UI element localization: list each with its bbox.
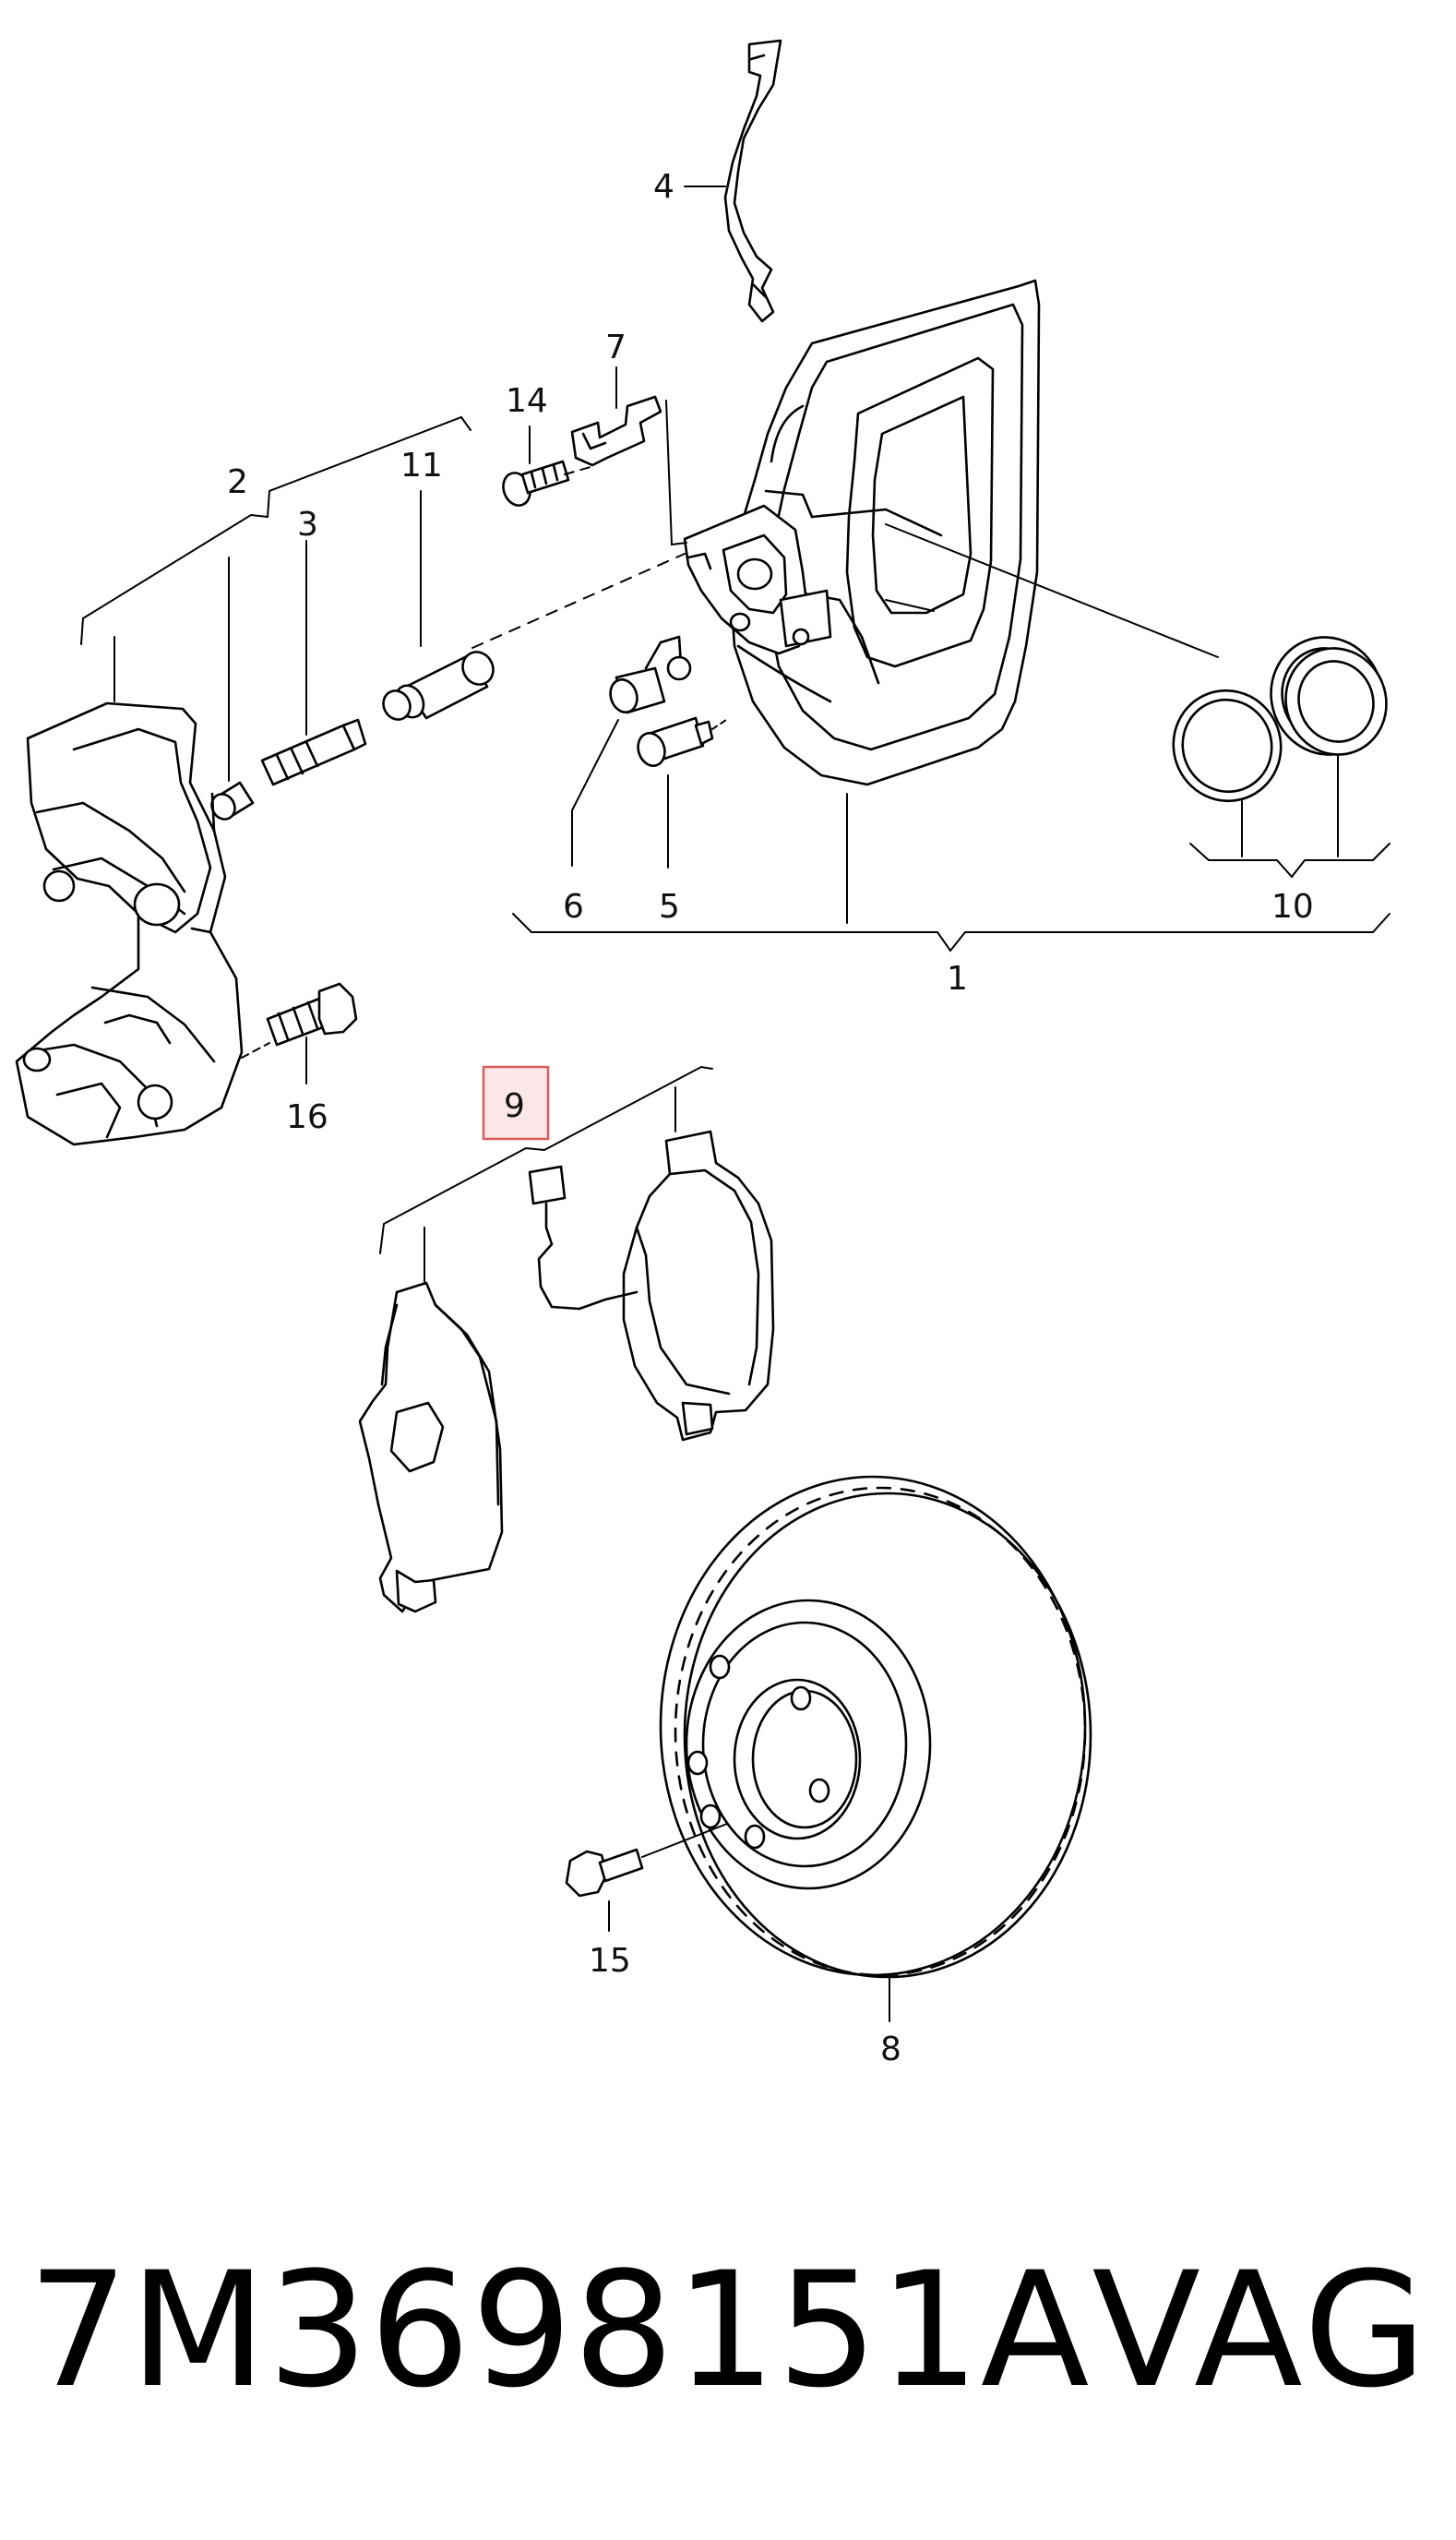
part-9-outer-pad (358, 1281, 504, 1613)
callout-15[interactable]: 15 (589, 1942, 631, 1980)
group-bracket-10 (1189, 843, 1390, 879)
leader-10-line-b (885, 599, 935, 612)
part-3-guide-pin (260, 718, 367, 786)
callout-7[interactable]: 7 (605, 329, 627, 366)
brand-name: VAG (1092, 2237, 1430, 2423)
part-8-brake-disc (659, 1475, 1092, 1979)
part-7-guide-clip (570, 395, 662, 467)
group-bracket-1 (512, 913, 1390, 952)
caliper-housing (15, 701, 244, 1146)
callout-1[interactable]: 1 (947, 960, 968, 998)
callout-16[interactable]: 16 (286, 1098, 328, 1136)
part-number: 7M3698151A (28, 2237, 1091, 2423)
callout-9-highlight[interactable] (482, 1065, 550, 1141)
part-14-bolt (502, 460, 591, 507)
part-1-carrier-housing (683, 279, 1041, 786)
assembly-bracket-7 (665, 400, 687, 546)
footer: 7M3698151A VAG (28, 2243, 1430, 2418)
leader-6-b (571, 719, 619, 811)
part-15-bolt (565, 1823, 728, 1898)
callout-11[interactable]: 11 (400, 447, 443, 485)
group-bracket-9 (379, 1065, 713, 1254)
part-6-sensor-holder (609, 635, 692, 714)
part-9-inner-pad (622, 1130, 775, 1442)
callout-3[interactable]: 3 (297, 506, 318, 544)
callout-14[interactable]: 14 (506, 382, 548, 420)
callout-8[interactable]: 8 (880, 2031, 901, 2068)
part-10-piston-boot (1270, 636, 1388, 756)
part-5-bleed-valve (637, 716, 730, 767)
assembly-dashed-line (471, 553, 686, 649)
part-16-bolt (241, 982, 358, 1059)
part-9-wear-sensor (528, 1165, 638, 1311)
part-10-seal-ring (1172, 689, 1283, 803)
part-11-guide-sleeve (382, 651, 495, 721)
callout-10[interactable]: 10 (1271, 888, 1314, 926)
callout-6[interactable]: 6 (563, 888, 584, 926)
callout-9[interactable]: 9 (504, 1087, 525, 1125)
callout-5[interactable]: 5 (659, 888, 680, 926)
part-4-spring-clip (723, 39, 782, 323)
part-2-dust-cap (210, 781, 255, 821)
leader-10-line-a (885, 523, 1219, 658)
group-bracket-2 (80, 415, 471, 645)
callout-4[interactable]: 4 (653, 168, 674, 206)
callout-2[interactable]: 2 (227, 463, 248, 501)
